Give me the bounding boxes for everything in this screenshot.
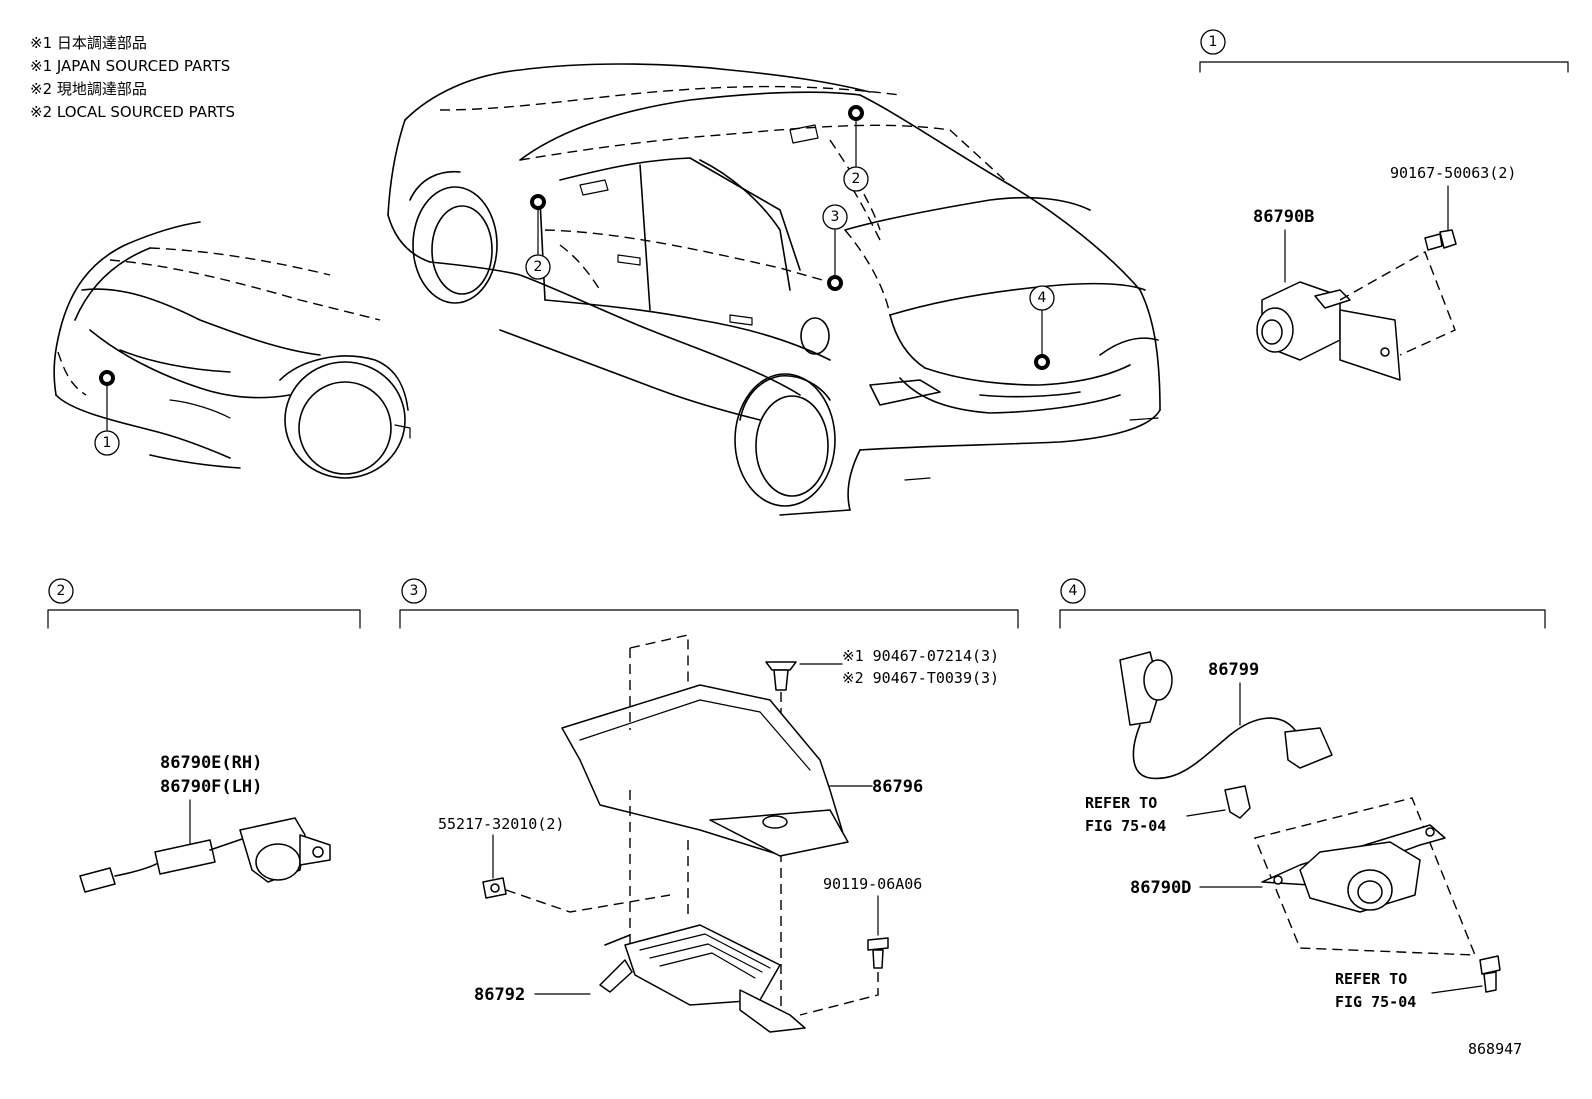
nut-55217-icon (482, 877, 507, 899)
nut-55217-label: 55217-32010(2) (438, 815, 564, 833)
refer-bottom-line1: REFER TO (1335, 970, 1407, 988)
section-3: 3 ※1 90467-07214(3) ※2 90467-T0039(3) 86… (399, 578, 1019, 1033)
bolt-90167-label: 90167-50063(2) (1390, 164, 1516, 182)
section-2: 2 86790E(RH) 86790F(LH) (47, 578, 361, 893)
part-86792-label: 86792 (474, 985, 525, 1005)
left-mirror-camera-dot (530, 194, 546, 210)
clip-90467-icon (765, 661, 797, 691)
note-2: ※1 JAPAN SOURCED PARTS (30, 57, 230, 75)
bolt-90119-label: 90119-06A06 (823, 875, 922, 893)
right-mirror-camera-dot (848, 105, 864, 121)
ecu-location-dot (827, 275, 843, 291)
callout-1-front: 1 (103, 435, 112, 451)
harness-86799-icon (1119, 651, 1333, 780)
callout-3-car: 3 (831, 209, 840, 225)
section-4-callout: 4 (1069, 583, 1078, 599)
sourcing-notes: ※1 日本調達部品 ※1 JAPAN SOURCED PARTS ※2 現地調達… (30, 34, 235, 121)
front-camera-location-dot (99, 370, 115, 386)
sedan-illustration (387, 63, 1161, 516)
bolt-90119-icon (867, 937, 889, 969)
note-1: ※1 日本調達部品 (30, 34, 147, 52)
rear-camera-location-dot (1034, 354, 1050, 370)
clip-refer-top-icon (1224, 785, 1251, 819)
section-1-callout: 1 (1209, 34, 1218, 50)
rear-camera-86790D-icon (1261, 824, 1446, 913)
section-3-callout: 3 (410, 583, 419, 599)
refer-top-line1: REFER TO (1085, 794, 1157, 812)
cover-86796-icon (561, 684, 849, 857)
part-86790F-label: 86790F(LH) (160, 777, 262, 797)
ecu-86792-icon (599, 924, 806, 1033)
section-4: 4 86799 REFER TO FIG 75-04 86790D (1059, 578, 1546, 1011)
note-3: ※2 現地調達部品 (30, 80, 147, 98)
part-86790B-label: 86790B (1253, 207, 1314, 227)
front-car-illustration (53, 221, 411, 479)
bolt-90167-icon (1424, 229, 1457, 251)
screw-refer-bottom-icon (1479, 955, 1501, 993)
part-86790D-label: 86790D (1130, 878, 1191, 898)
clip-local-label: ※2 90467-T0039(3) (842, 669, 999, 687)
refer-bottom-line2: FIG 75-04 (1335, 993, 1416, 1011)
section-2-callout: 2 (57, 583, 66, 599)
callout-2-left: 2 (534, 259, 543, 275)
location-markers: 1 2 2 3 4 (94, 105, 1055, 456)
side-camera-86790EF-icon (79, 817, 331, 893)
note-4: ※2 LOCAL SOURCED PARTS (30, 103, 235, 121)
part-86796-label: 86796 (872, 777, 923, 797)
clip-japan-label: ※1 90467-07214(3) (842, 647, 999, 665)
part-86790E-label: 86790E(RH) (160, 753, 262, 773)
part-86799-label: 86799 (1208, 660, 1259, 680)
callout-2-right: 2 (852, 171, 861, 187)
front-camera-86790B-icon (1256, 269, 1401, 381)
figure-id: 868947 (1468, 1040, 1522, 1058)
refer-top-line2: FIG 75-04 (1085, 817, 1166, 835)
callout-4-car: 4 (1038, 290, 1047, 306)
section-1: 1 90167-50063(2) 86790B (1199, 29, 1569, 381)
